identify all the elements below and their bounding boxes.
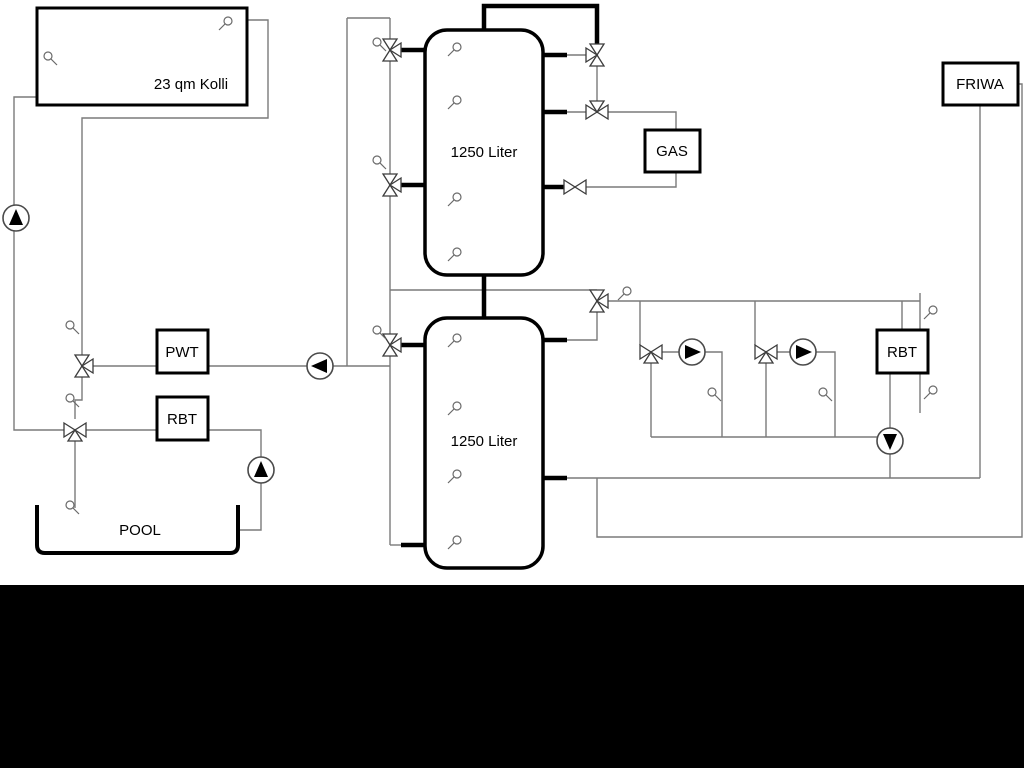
temperature-sensor-icon (818, 387, 833, 402)
pipe (74, 377, 83, 419)
pool-label: POOL (119, 522, 161, 539)
letterbox (0, 585, 1024, 768)
temperature-sensor-icon (447, 42, 462, 57)
thick-pipes (401, 3, 600, 548)
pump-icon-solar (2, 204, 30, 232)
rbt-left-body (155, 395, 210, 442)
temperature-sensor-icon (923, 305, 938, 320)
pool-body (35, 505, 240, 555)
pool-basin: POOL (35, 505, 240, 555)
temperature-sensor-icon (43, 51, 58, 66)
temperature-sensor-icon (372, 155, 387, 170)
solar-collector: 23 qm Kolli (35, 6, 249, 107)
three-way-valve-icon (585, 100, 609, 121)
pumps (2, 204, 904, 484)
pipe (608, 111, 677, 130)
rbt-right: RBT (875, 328, 930, 375)
temperature-sensor-icon (447, 192, 462, 207)
three-way-mixing-valve-icon (754, 343, 778, 364)
rbt-left: RBT (155, 395, 210, 442)
three-way-valve-icon (381, 173, 402, 197)
solar-collector-label: 23 qm Kolli (154, 76, 228, 93)
temperature-sensor-icon (65, 393, 80, 408)
three-way-valve-icon (381, 38, 402, 62)
temperature-sensor-icon (617, 286, 632, 301)
temperature-sensor-icon (447, 95, 462, 110)
buffer-tank-bottom-label: 1250 Liter (451, 433, 518, 450)
temperature-sensor-icon (923, 385, 938, 400)
valves (63, 38, 778, 442)
pump-icon-pool (247, 456, 275, 484)
gas-boiler-label: GAS (656, 143, 688, 160)
pipe (13, 96, 64, 431)
temperature-sensor-icon (447, 535, 462, 550)
hot-main-pipe (481, 3, 600, 44)
pump-icon-heating-1 (678, 338, 706, 366)
pwt-heat-exchanger: PWT (155, 328, 210, 375)
temperature-sensor-icon (65, 320, 80, 335)
rbt-right-body (875, 328, 930, 375)
temperature-sensors (43, 16, 938, 550)
temperature-sensor-icon (447, 401, 462, 416)
buffer-tank-bottom-body (423, 316, 545, 570)
temperature-sensor-icon (218, 16, 233, 31)
pipe (567, 312, 598, 341)
temperature-sensor-icon (372, 37, 387, 52)
temperature-sensor-icon (707, 387, 722, 402)
three-way-mixing-valve-icon (639, 343, 663, 364)
pwt-body (155, 328, 210, 375)
pump-icon-heating-2 (789, 338, 817, 366)
solar-collector-body (35, 6, 249, 107)
three-way-valve-icon (381, 333, 402, 357)
gas-boiler: GAS (643, 128, 702, 174)
gas-boiler-body (643, 128, 702, 174)
friwa-station: FRIWA (941, 61, 1020, 107)
buffer-tank-top-label: 1250 Liter (451, 144, 518, 161)
friwa-body (941, 61, 1020, 107)
temperature-sensor-icon (447, 333, 462, 348)
pump-icon-rbt (876, 427, 904, 455)
rbt-left-label: RBT (167, 411, 197, 428)
pipe (586, 172, 677, 188)
buffer-tank-top: 1250 Liter (423, 28, 545, 277)
three-way-mixing-valve-icon (588, 289, 609, 313)
rbt-right-label: RBT (887, 344, 917, 361)
three-way-valve-icon (73, 354, 94, 378)
pipe (596, 83, 1023, 538)
pump-icon-pwt (306, 352, 334, 380)
three-way-valve-icon (63, 421, 87, 442)
three-way-valve-icon (585, 43, 606, 67)
shut-off-valve-icon (563, 178, 587, 196)
friwa-label: FRIWA (956, 76, 1004, 93)
temperature-sensor-icon (65, 500, 80, 515)
pipe (81, 19, 269, 355)
temperature-sensor-icon (372, 325, 387, 340)
buffer-tank-top-body (423, 28, 545, 277)
temperature-sensor-icon (447, 469, 462, 484)
pwt-label: PWT (165, 344, 198, 361)
temperature-sensor-icon (447, 247, 462, 262)
buffer-tank-bottom: 1250 Liter (423, 316, 545, 570)
